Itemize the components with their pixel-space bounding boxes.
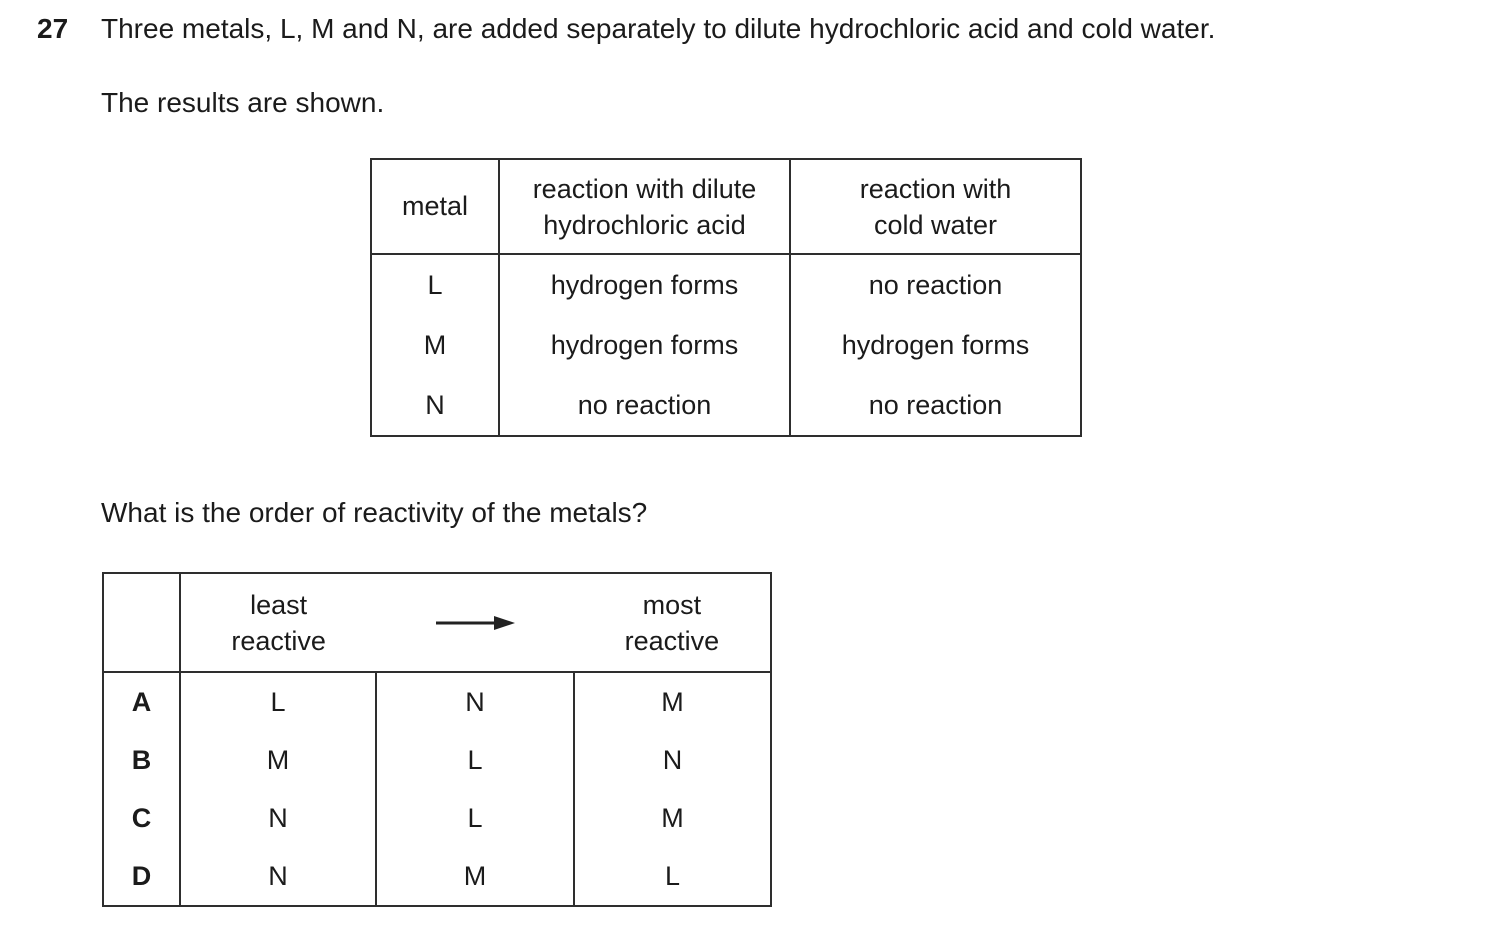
metal-cell: N [371, 375, 500, 436]
option-row: B M L N [103, 731, 771, 789]
option-letter: B [103, 731, 181, 789]
option-metal-cell: L [180, 672, 377, 731]
option-row: A L N M [103, 672, 771, 731]
option-row: D N M L [103, 847, 771, 906]
right-arrow-icon [436, 615, 516, 630]
option-metal-cell: L [376, 731, 575, 789]
option-letter: D [103, 847, 181, 906]
option-letter: C [103, 789, 181, 847]
option-metal-cell: L [665, 860, 681, 891]
metal-cell: M [371, 315, 500, 375]
results-header-acid: reaction with dilute hydrochloric acid [499, 159, 791, 255]
option-metal-cell: M [180, 731, 377, 789]
option-metal-cell: N [180, 789, 377, 847]
results-header-row: metal reaction with dilute hydrochloric … [371, 159, 1081, 255]
water-result-cell: no reaction [868, 389, 1003, 420]
option-metal-cell: M [661, 802, 684, 833]
option-letter: A [103, 672, 181, 731]
acid-result-cell: hydrogen forms [499, 315, 791, 375]
results-intro-text: The results are shown. [101, 87, 385, 118]
results-header-acid-line1: reaction with dilute [532, 173, 757, 204]
metal-cell: L [371, 254, 500, 315]
option-metal-cell: N [180, 847, 377, 906]
acid-result-cell: hydrogen forms [499, 254, 791, 315]
acid-result-cell: no reaction [499, 375, 791, 436]
option-row: C N L M [103, 789, 771, 847]
option-metal-cell: N [662, 744, 683, 775]
reactivity-scale-header: least reactive most reactive [180, 573, 772, 673]
reactivity-scale: least reactive most reactive [181, 587, 770, 659]
option-metal-cell: M [661, 686, 684, 717]
question-number: 27 [37, 13, 69, 44]
table-row: N no reaction no reaction [371, 375, 1081, 436]
options-table: least reactive most reactive [102, 572, 773, 907]
results-header-water-line2: cold water [873, 209, 998, 240]
least-reactive-label: least reactive [231, 589, 326, 656]
table-row: M hydrogen forms hydrogen forms [371, 315, 1081, 375]
results-header-water-line1: reaction with [859, 173, 1012, 204]
results-header-acid-line2: hydrochloric acid [543, 209, 746, 240]
table-row: L hydrogen forms no reaction [371, 254, 1081, 315]
option-metal-cell: N [376, 672, 575, 731]
options-header-row: least reactive most reactive [103, 573, 772, 673]
options-header-empty-cell [103, 573, 181, 673]
results-header-water: reaction with cold water [790, 159, 1081, 255]
results-header-metal: metal [371, 159, 500, 255]
water-result-cell: no reaction [868, 269, 1003, 300]
water-result-cell: hydrogen forms [841, 329, 1030, 360]
question-text: Three metals, L, M and N, are added sepa… [101, 13, 1216, 44]
most-reactive-label: most reactive [624, 589, 720, 656]
option-metal-cell: L [376, 789, 575, 847]
option-metal-cell: M [376, 847, 575, 906]
results-table: metal reaction with dilute hydrochloric … [370, 158, 1082, 437]
question-prompt: What is the order of reactivity of the m… [101, 497, 648, 528]
